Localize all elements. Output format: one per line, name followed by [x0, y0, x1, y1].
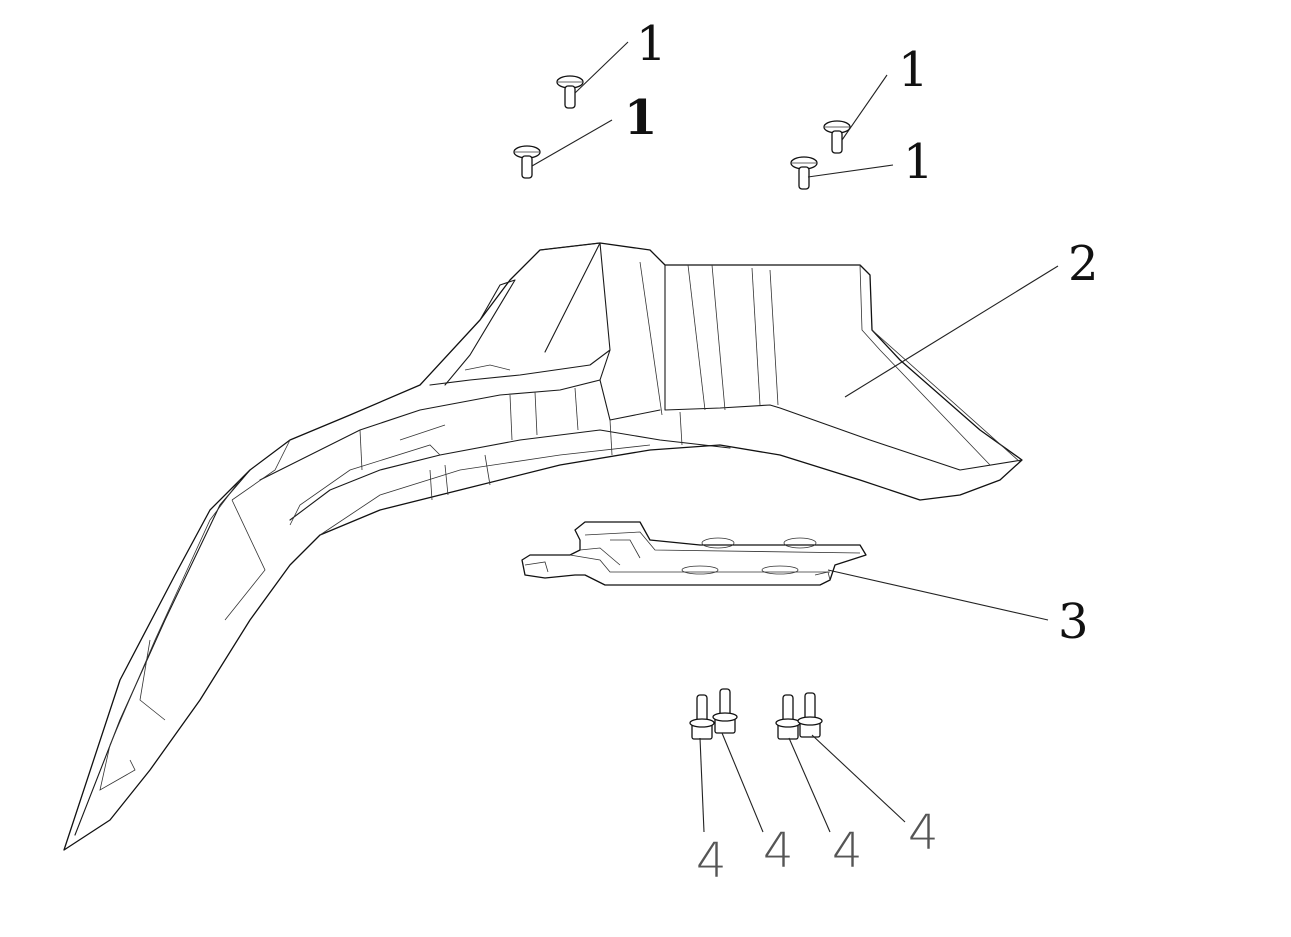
leader-4a	[699, 737, 705, 833]
part-2-fender-cover	[63, 242, 1023, 851]
part-4-bolt-b	[712, 688, 738, 734]
part-4-bolt-a	[689, 694, 715, 740]
callout-4d: 4	[908, 805, 939, 861]
part-1-screw-a	[556, 75, 584, 109]
part-4-bolt-c	[775, 694, 801, 740]
leader-1d	[807, 164, 894, 178]
callouts: 1 1 1 1 2 3 4 4 4 4	[624, 16, 1099, 889]
leader-1a	[574, 41, 629, 94]
leader-1b	[531, 119, 613, 167]
part-1-screw-b	[513, 145, 541, 179]
callout-3: 3	[1058, 594, 1089, 650]
callout-4c: 4	[832, 823, 863, 879]
leader-lines	[531, 41, 1059, 833]
part-1-screw-d	[790, 156, 818, 190]
part-4-bolt-d	[797, 692, 823, 738]
callout-2: 2	[1068, 236, 1099, 292]
leader-4d	[811, 734, 906, 823]
callout-1a: 1	[636, 16, 667, 72]
callout-4b: 4	[763, 823, 794, 879]
part-3-bracket	[521, 521, 867, 586]
part-1-screw-c	[823, 120, 851, 154]
leader-3	[827, 569, 1049, 621]
leader-4c	[788, 737, 831, 833]
callout-1b: 1	[624, 90, 657, 146]
leader-4b	[721, 732, 764, 833]
leader-2	[844, 265, 1059, 398]
callout-1d: 1	[903, 134, 934, 190]
callout-1c: 1	[898, 42, 929, 98]
leader-1c	[841, 74, 888, 141]
callout-4a: 4	[696, 833, 727, 889]
